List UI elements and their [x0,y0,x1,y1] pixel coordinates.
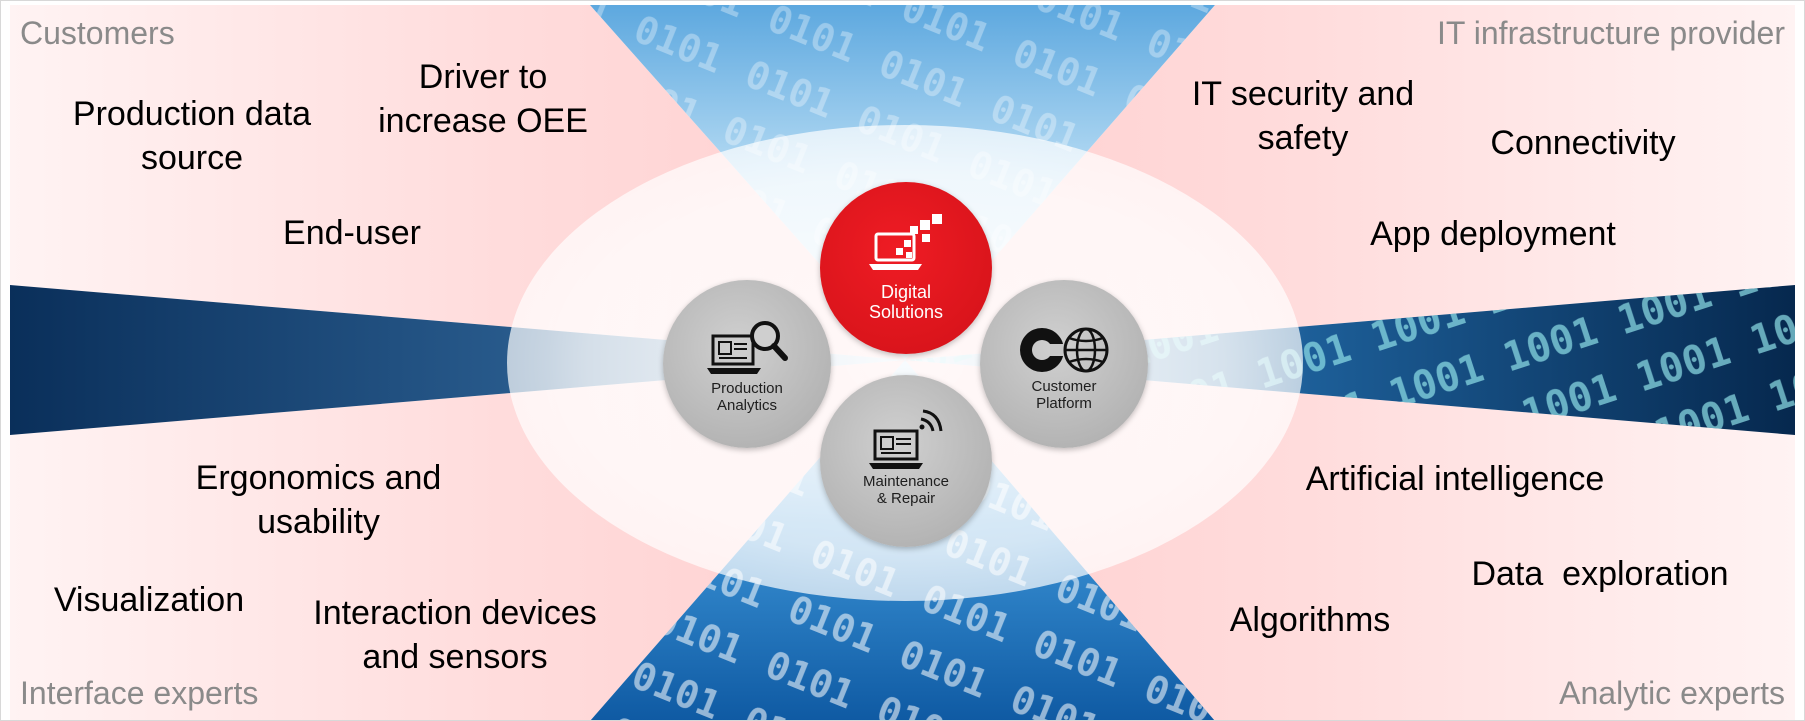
node-label: Production Analytics [711,380,783,414]
item-connectivity: Connectivity [1490,124,1676,162]
quadrant-title-customers: Customers [20,15,175,51]
gear-globe-icon [1020,327,1109,373]
node-label: Maintenance & Repair [863,473,949,507]
item-data-exploration: Data exploration [1471,555,1729,593]
quadrant-title-interface-experts: Interface experts [20,675,259,711]
quadrant-title-analytic-experts: Analytic experts [1559,675,1785,711]
quadrant-title-it-infrastructure: IT infrastructure provider [1437,15,1785,51]
node-digital-solutions: Digital Solutions [820,182,992,354]
node-production-analytics: Production Analytics [663,280,831,448]
item-ergonomics-and-usability: Ergonomics and usability [195,459,442,541]
node-maintenance-repair: Maintenance & Repair [820,375,992,547]
item-end-user: End-user [283,214,421,252]
item-production-data-source: Production data source [72,95,312,177]
item-driver-to-increase-oee: Driver to increase OEE [378,58,588,140]
item-visualization: Visualization [53,581,245,619]
node-label: Customer Platform [1031,378,1097,412]
item-interaction-devices-and-sensors: Interaction devices and sensors [313,594,597,676]
node-customer-platform: Customer Platform [980,280,1148,448]
laptop-magnifier-icon [707,321,788,374]
node-label: Digital Solutions [868,282,944,322]
laptop-wireless-icon [869,409,943,469]
laptop-pixels-icon [869,214,942,270]
item-algorithms: Algorithms [1229,601,1391,639]
item-artificial-intelligence: Artificial intelligence [1305,460,1605,498]
item-app-deployment: App deployment [1370,215,1616,253]
item-it-security-and-safety: IT security and safety [1191,75,1415,157]
